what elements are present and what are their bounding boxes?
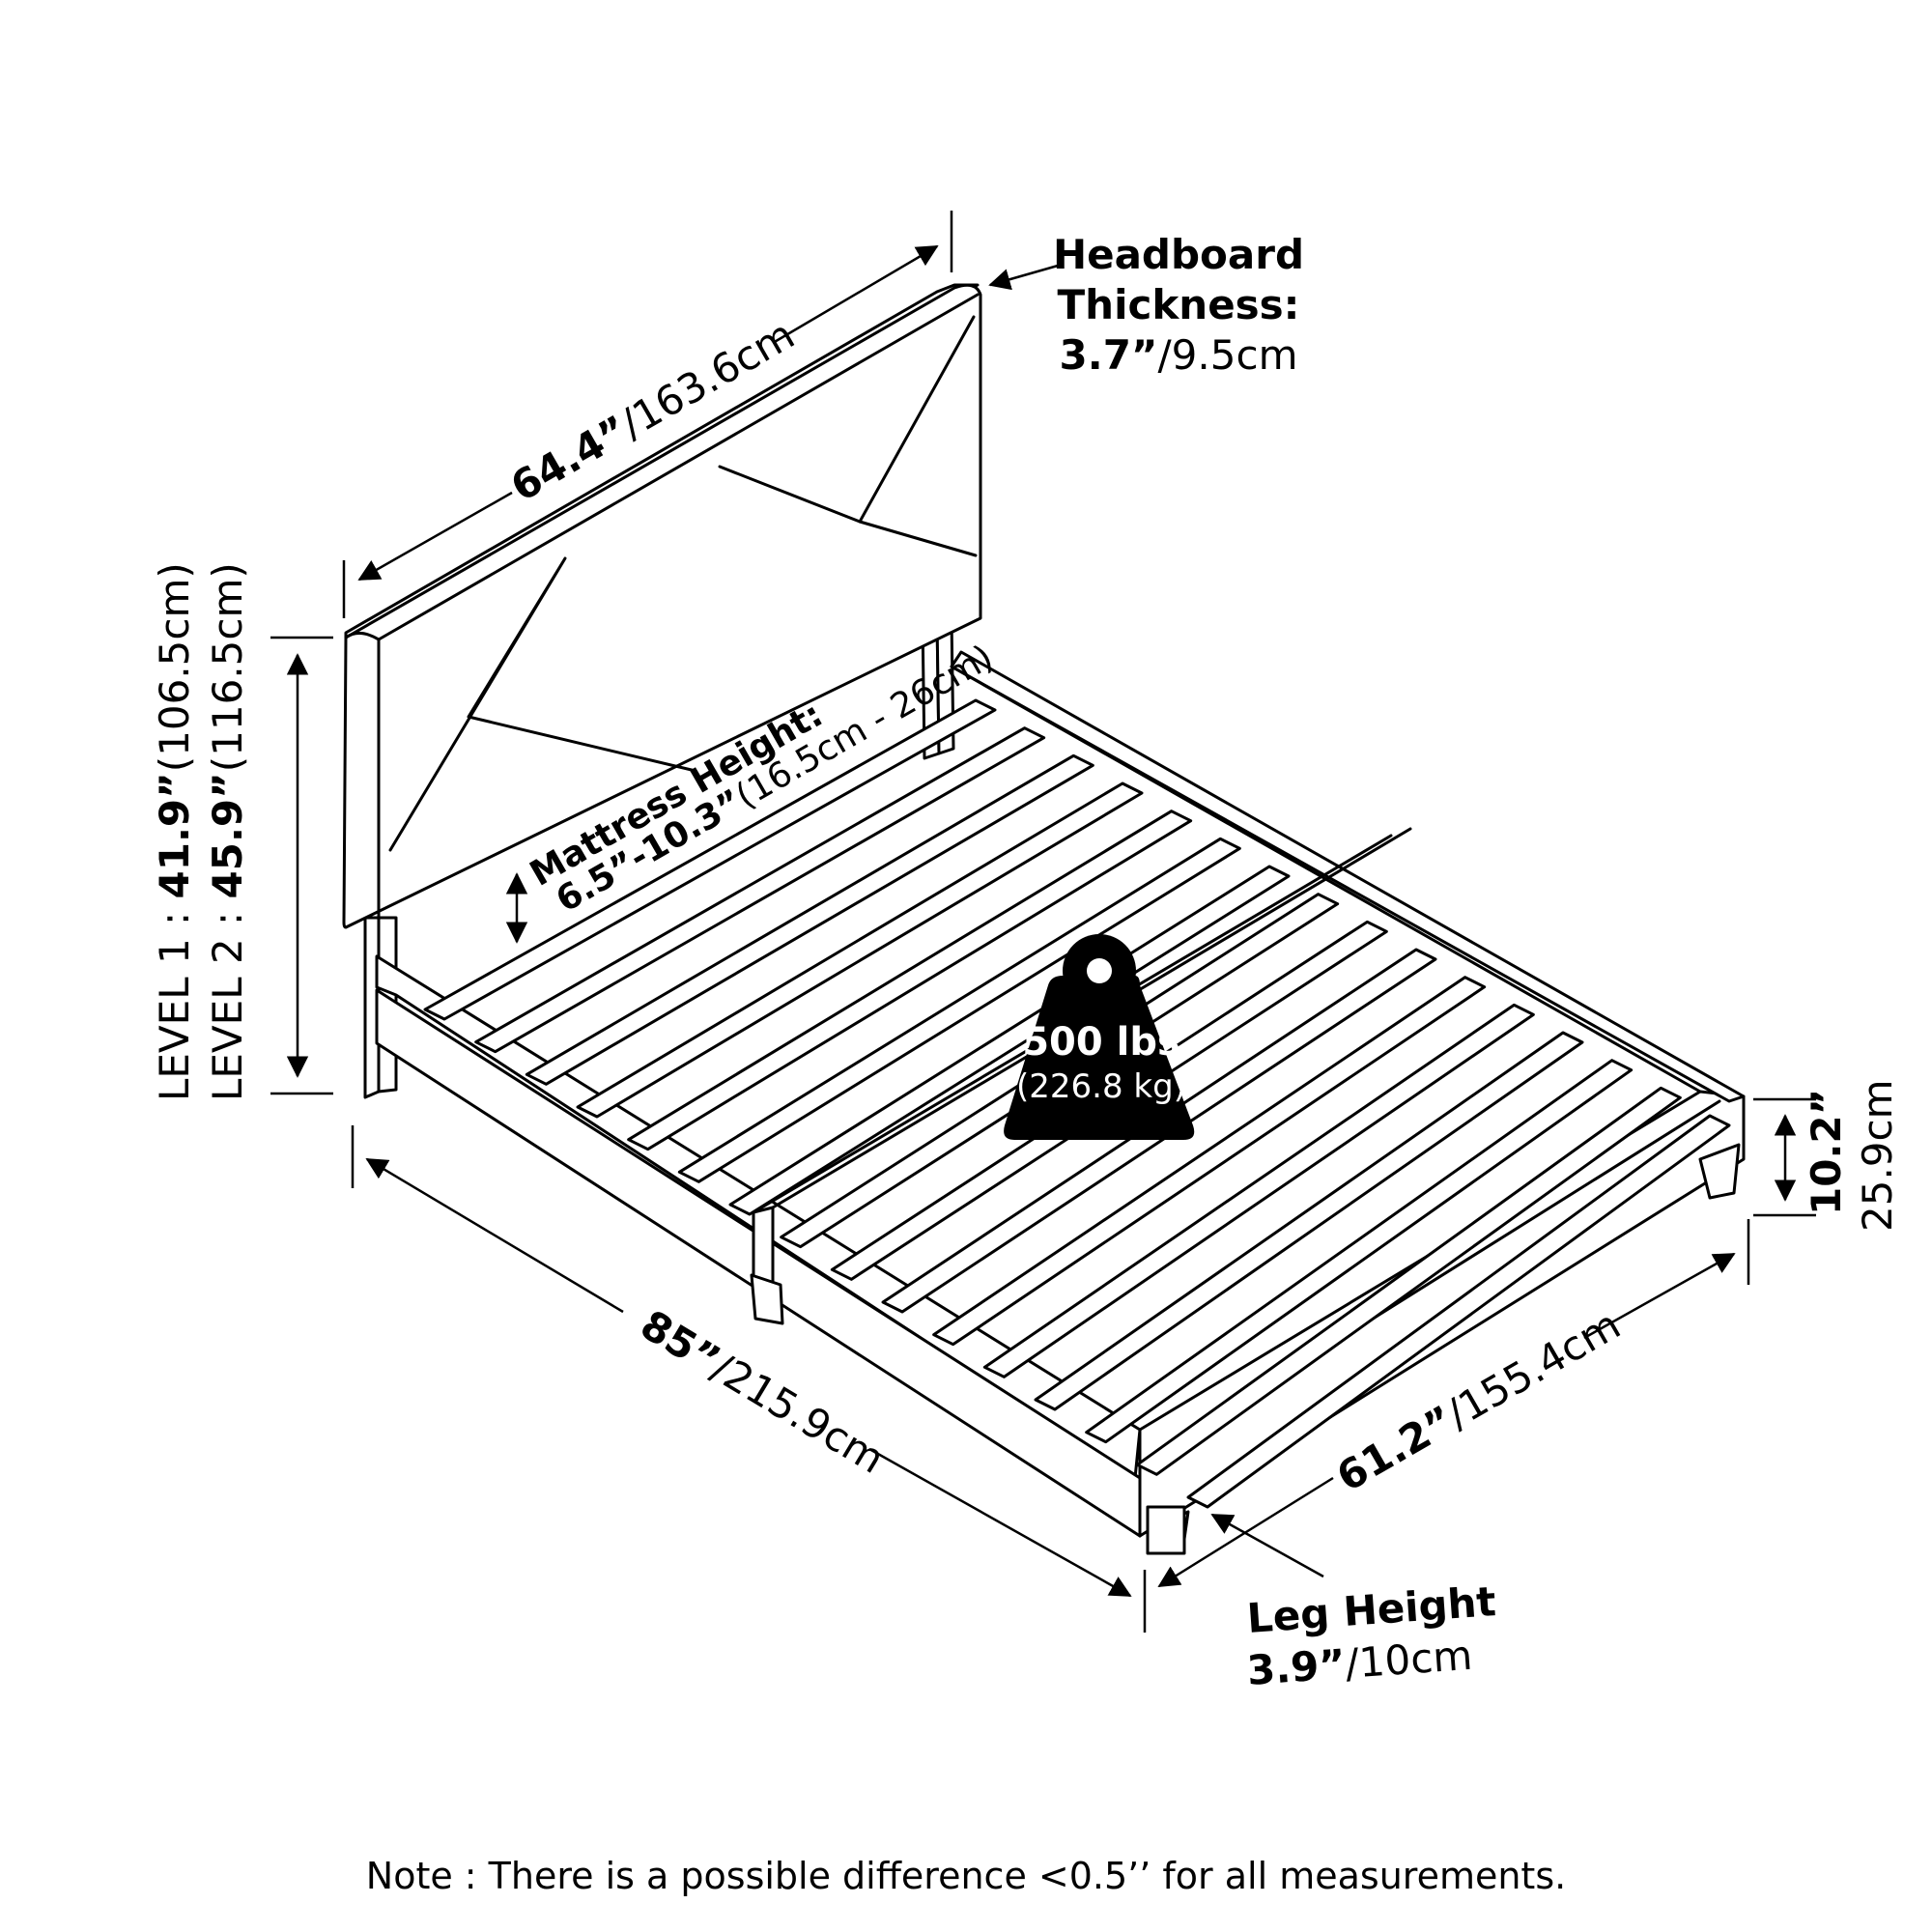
bed-legs [750, 1143, 1741, 1555]
leg-height-in: 3.9” [1245, 1640, 1347, 1694]
weight-icon: 500 lbs (226.8 kg) [1004, 934, 1195, 1140]
level1-height-cm: (106.5cm) [151, 562, 198, 772]
level2-height-in: 45.9” [204, 772, 251, 898]
frame-height-in: 10.2” [1803, 1089, 1850, 1215]
headboard [342, 283, 982, 929]
svg-text:3.7”/9.5cm: 3.7”/9.5cm [1060, 331, 1298, 379]
slat [1034, 1031, 1584, 1411]
headboard-thickness-in: 3.7” [1060, 331, 1158, 379]
svg-text:LEVEL 2 : 45.9”(116.5cm): LEVEL 2 : 45.9”(116.5cm) [204, 562, 251, 1101]
weight-capacity-kg: (226.8 kg) [1016, 1067, 1186, 1106]
slat [677, 837, 1241, 1183]
slat [627, 810, 1193, 1151]
slat [423, 698, 997, 1021]
slat [576, 781, 1144, 1119]
headboard-thickness-title-1: Headboard [1053, 231, 1304, 278]
frame-height-cm: 25.9cm [1854, 1079, 1901, 1232]
headboard-thickness-callout: Headboard Thickness: 3.7”/9.5cm [988, 231, 1304, 379]
level1-height-in: 41.9” [151, 772, 198, 898]
bed-frame-drawing [342, 283, 1746, 1555]
level2-height-cm: (116.5cm) [204, 562, 251, 772]
svg-text:LEVEL 1 : 41.9”(106.5cm): LEVEL 1 : 41.9”(106.5cm) [151, 562, 198, 1101]
measurement-note: Note : There is a possible difference <0… [366, 1855, 1566, 1897]
frame-height-dimension: 10.2” 25.9cm [1753, 1079, 1901, 1232]
slat [982, 1003, 1535, 1378]
leg-height-callout: Leg Height 3.9”/10cm [1210, 1513, 1497, 1694]
slat [1186, 1114, 1731, 1509]
length-cm: /215.9cm [704, 1344, 893, 1483]
headboard-thickness-cm: /9.5cm [1158, 331, 1298, 379]
slat [1135, 1086, 1682, 1476]
slat [525, 753, 1094, 1086]
level1-prefix: LEVEL 1 : [151, 898, 198, 1101]
slat [932, 976, 1487, 1347]
width-in: 61.2” [1329, 1397, 1463, 1501]
total-height-dimension: LEVEL 1 : 41.9”(106.5cm) LEVEL 2 : 45.9”… [151, 562, 333, 1101]
weight-capacity-lbs: 500 lbs [1022, 1020, 1180, 1065]
leg-height-cm: /10cm [1344, 1632, 1474, 1688]
svg-text:3.9”/10cm: 3.9”/10cm [1245, 1632, 1473, 1694]
slat [474, 726, 1046, 1054]
slat [1085, 1059, 1634, 1444]
level2-prefix: LEVEL 2 : [204, 898, 251, 1101]
headboard-thickness-title-2: Thickness: [1058, 281, 1300, 328]
